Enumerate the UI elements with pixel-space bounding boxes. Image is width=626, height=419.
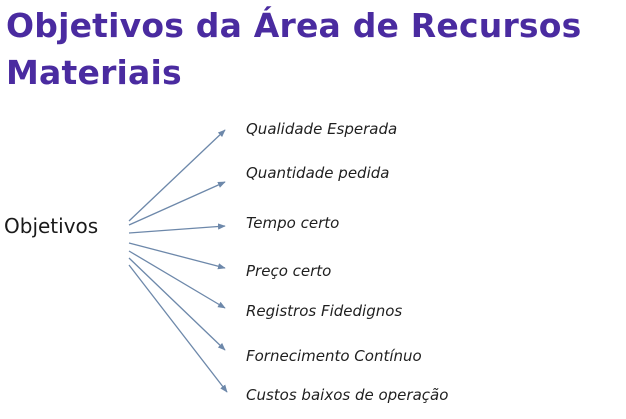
- arrow-to-qualidade-esperada: [128, 129, 226, 222]
- target-node-qualidade-esperada: Qualidade Esperada: [246, 120, 398, 138]
- target-node-tempo-certo: Tempo certo: [246, 214, 340, 232]
- slide-title-line-2: Materiais: [6, 53, 182, 92]
- arrow-to-tempo-certo: [128, 223, 226, 234]
- arrow-to-quantidade-pedida: [128, 181, 226, 226]
- target-node-preco-certo: Preço certo: [246, 262, 332, 280]
- target-node-fornecimento-continuo: Fornecimento Contínuo: [246, 347, 422, 365]
- connector-arrows: [128, 129, 228, 393]
- arrow-to-registros-fidedignos: [128, 250, 226, 309]
- arrow-to-preco-certo: [128, 242, 226, 270]
- objetivos-source-node: Objetivos: [4, 214, 99, 238]
- target-node-quantidade-pedida: Quantidade pedida: [246, 164, 390, 182]
- slide-title-line-1: Objetivos da Área de Recursos: [6, 6, 582, 45]
- arrow-to-fornecimento-continuo: [128, 257, 226, 351]
- arrow-to-custos-baixos: [128, 264, 228, 393]
- target-node-custos-baixos: Custos baixos de operação: [246, 386, 449, 404]
- target-node-registros-fidedignos: Registros Fidedignos: [246, 302, 403, 320]
